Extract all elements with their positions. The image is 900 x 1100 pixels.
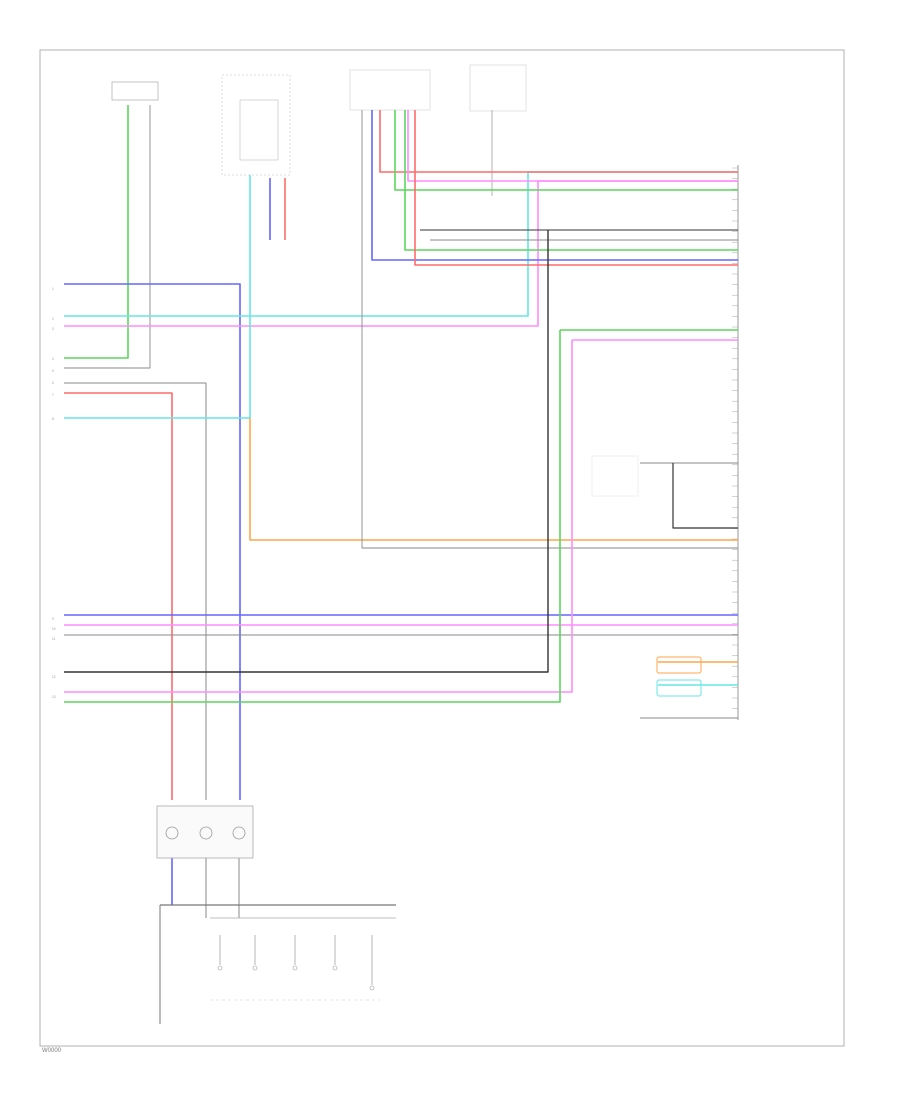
orange-box xyxy=(656,656,702,674)
top-left-device-2 xyxy=(221,74,291,176)
wire-orange xyxy=(249,418,738,541)
wire-lt-grn-lower xyxy=(64,330,561,703)
left-pin-label: 6 xyxy=(52,381,54,385)
left-pin-label: 9 xyxy=(52,617,54,621)
wire-lt-grn-top-right xyxy=(394,110,738,191)
left-pin-label: 4 xyxy=(52,357,54,361)
switch-2 xyxy=(252,935,258,971)
wire-red-left xyxy=(64,392,173,800)
left-pin-label: 11 xyxy=(52,637,56,641)
wire-lt-blu-left-top xyxy=(64,171,738,317)
left-pin-label: 8 xyxy=(52,417,54,421)
right-connector-pins xyxy=(732,167,738,709)
bottom-connector-module xyxy=(156,805,254,859)
wire-harness xyxy=(64,105,738,918)
wire-pink-left-top xyxy=(64,180,738,327)
top-right-device xyxy=(469,64,527,196)
wire-gray-left xyxy=(64,382,207,800)
left-pin-label: 10 xyxy=(52,627,56,631)
left-pin-label: 3 xyxy=(52,327,54,331)
diagram-frame xyxy=(39,49,845,1047)
right-connector-block xyxy=(732,165,739,720)
top-center-device xyxy=(349,69,431,111)
switch-5 xyxy=(369,935,375,991)
wire-red-top-right xyxy=(379,110,738,173)
wire-blue-center xyxy=(371,110,738,261)
switch-3 xyxy=(292,935,298,971)
switch-4 xyxy=(332,935,338,971)
left-pin-label: 7 xyxy=(52,393,54,397)
wire-blue-left xyxy=(64,283,241,800)
left-pin-label: 12 xyxy=(52,675,56,679)
wire-black-ground xyxy=(672,463,738,529)
top-left-device-1 xyxy=(111,81,159,101)
wire-red-center xyxy=(414,110,738,266)
left-pin-label: 2 xyxy=(52,317,54,321)
lt-blu-box xyxy=(656,679,702,697)
wire-lt-grn-center xyxy=(404,110,738,251)
wire-black-lower xyxy=(64,230,549,673)
left-pin-label: 1 xyxy=(52,287,54,291)
footer-code: W0000 xyxy=(42,1048,62,1054)
wire-gray-center xyxy=(361,110,738,549)
left-pin-label: 5 xyxy=(52,369,54,373)
left-pin-label: 13 xyxy=(52,695,56,699)
switch-1 xyxy=(217,935,223,971)
wire-pink-top-right xyxy=(407,110,738,182)
center-ground-device xyxy=(591,455,639,497)
wire-pink-lower-2 xyxy=(64,340,573,693)
bottom-switch-assembly xyxy=(159,904,396,1024)
wire-lt-grn-top-left xyxy=(64,105,129,359)
wire-gray-top-left xyxy=(64,105,151,369)
